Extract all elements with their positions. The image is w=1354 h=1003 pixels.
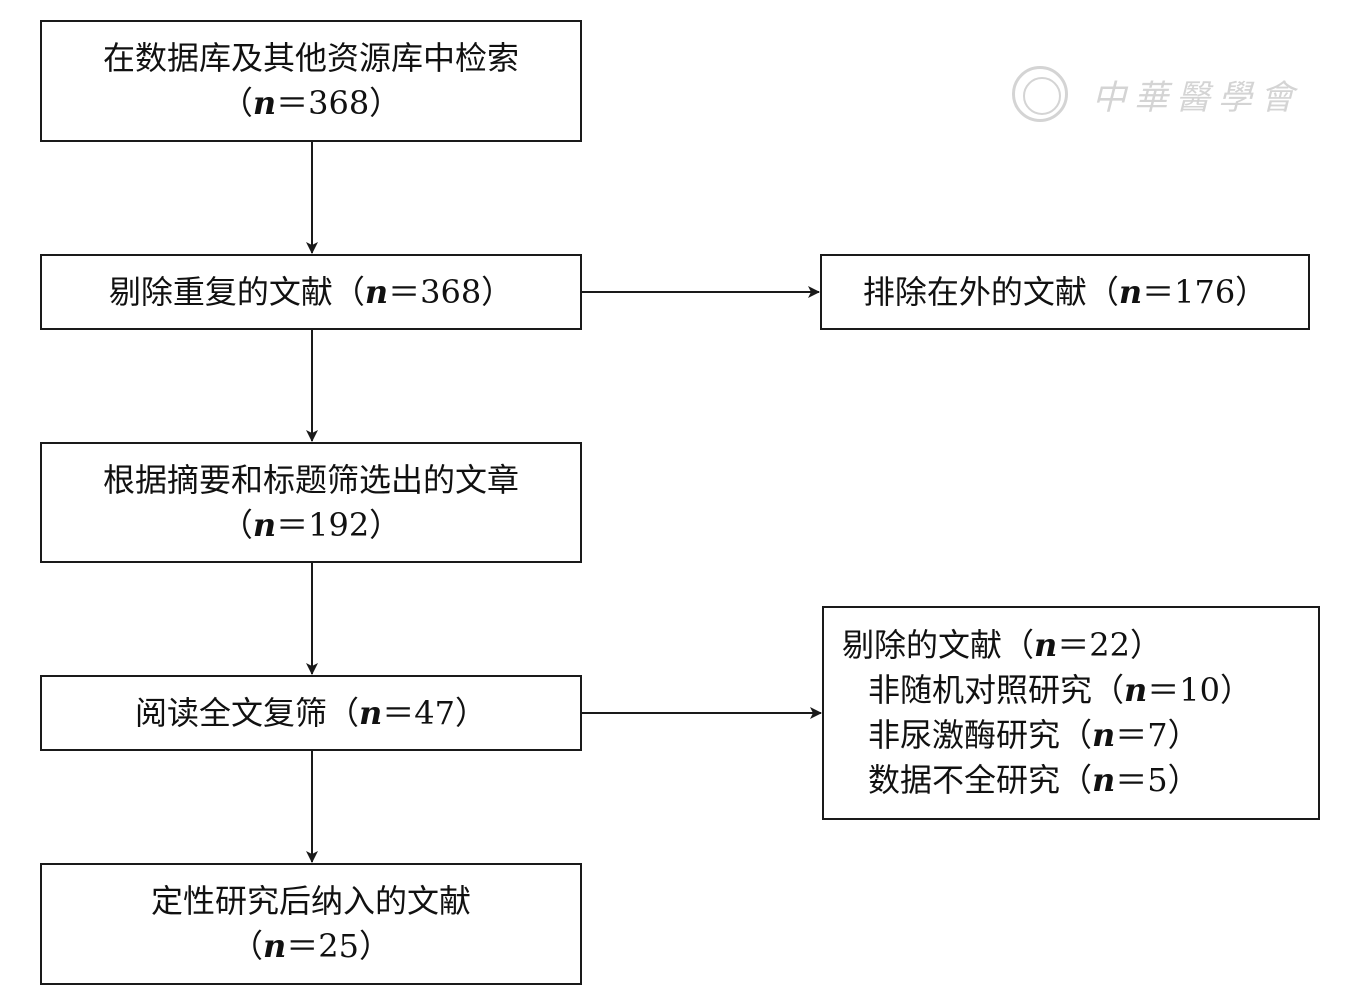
seal-icon [1012, 66, 1068, 122]
removed-header: 剔除的文献（n＝22） [842, 626, 1163, 664]
box-included: 定性研究后纳入的文献 （n＝25） [40, 863, 582, 985]
box-fulltext: 阅读全文复筛（n＝47） [40, 675, 582, 751]
removed-reason-non-urokinase: 非尿激酶研究（n＝7） [868, 716, 1200, 754]
watermark-text: 中華醫學會 [1092, 77, 1302, 118]
box-screened-title: 根据摘要和标题筛选出的文章 [102, 460, 519, 499]
watermark: 中華醫學會 [1012, 64, 1302, 124]
box-included-count: （n＝25） [230, 927, 391, 965]
box-search-count: （n＝368） [220, 84, 402, 122]
box-search: 在数据库及其他资源库中检索 （n＝368） [40, 20, 582, 142]
box-excluded-label: 排除在外的文献（n＝176） [862, 272, 1268, 311]
box-search-title: 在数据库及其他资源库中检索 [102, 39, 519, 77]
removed-reason-incomplete-data: 数据不全研究（n＝5） [868, 761, 1200, 799]
box-fulltext-label: 阅读全文复筛（n＝47） [134, 693, 487, 732]
box-dedup-label: 剔除重复的文献（n＝368） [108, 272, 514, 311]
box-included-title: 定性研究后纳入的文献 [150, 882, 471, 920]
box-excluded: 排除在外的文献（n＝176） [820, 254, 1310, 330]
box-removed: 剔除的文献（n＝22） 非随机对照研究（n＝10） 非尿激酶研究（n＝7） 数据… [822, 606, 1320, 820]
box-dedup: 剔除重复的文献（n＝368） [40, 254, 582, 330]
box-screened: 根据摘要和标题筛选出的文章 （n＝192） [40, 442, 582, 563]
box-screened-count: （n＝192） [220, 505, 402, 544]
removed-reason-nonrandomized: 非随机对照研究（n＝10） [868, 671, 1253, 709]
